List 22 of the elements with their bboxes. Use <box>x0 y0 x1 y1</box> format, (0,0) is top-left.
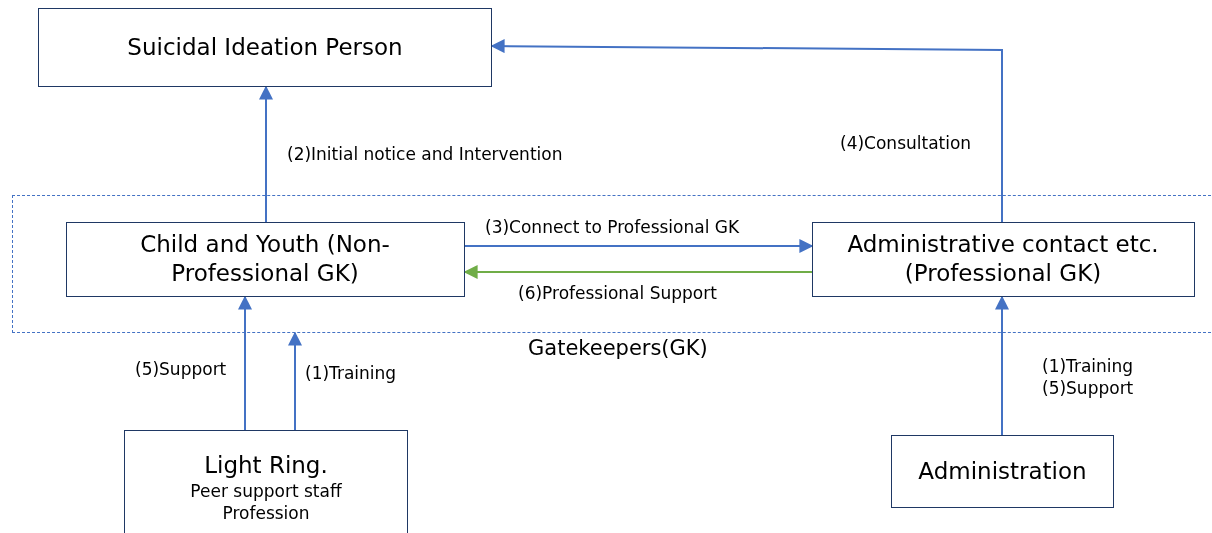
arrow <box>995 295 1009 436</box>
process-box <box>811 221 1195 297</box>
node-title: Administrative contact etc. (Professional GK) <box>846 230 1160 288</box>
edge-label: (5)Support <box>133 358 229 381</box>
node-title: Suicidal Ideation Person <box>127 33 403 62</box>
node-title: Child and Youth (Non-Professional GK) <box>139 230 391 288</box>
arrow <box>288 331 302 431</box>
node-title: Light Ring. <box>204 451 328 480</box>
process-box <box>891 435 1114 508</box>
arrow <box>490 39 1003 223</box>
process-box <box>38 8 492 87</box>
edge-label: (6)Professional Support <box>516 282 719 305</box>
edge-label: (1)Training (5)Support <box>1040 355 1134 400</box>
group-label: Gatekeepers(GK) <box>528 336 708 360</box>
arrow <box>464 239 814 253</box>
node-subtitle: Peer support staff Profession <box>189 479 343 524</box>
arrow <box>238 295 252 431</box>
process-box <box>124 430 408 533</box>
arrow <box>259 85 273 223</box>
node-title: Administration <box>918 457 1087 486</box>
arrow <box>463 265 813 279</box>
process-box <box>65 221 465 297</box>
